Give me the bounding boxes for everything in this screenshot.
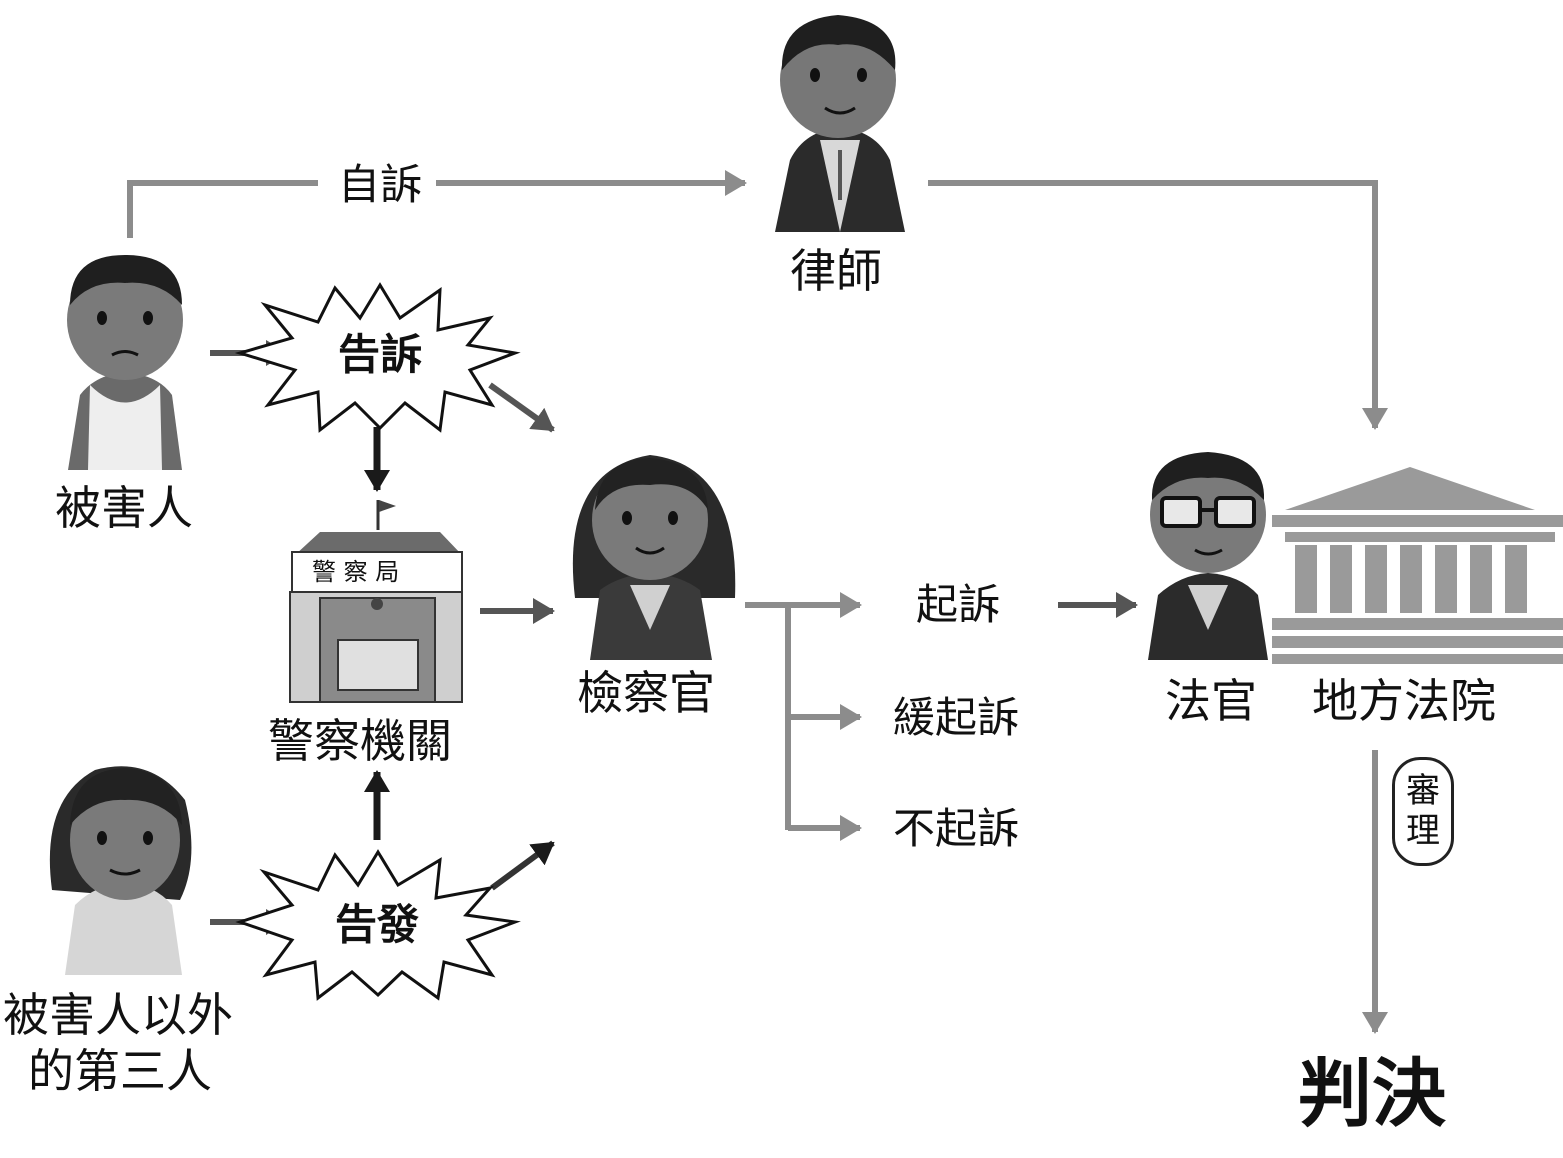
court-building-icon	[1272, 467, 1563, 664]
verdict-label: 判決	[1298, 1051, 1446, 1137]
indict-label: 起訴	[916, 580, 1001, 629]
accusation-label: 告發	[335, 900, 420, 949]
private-prosecution-line	[127, 180, 318, 238]
complaint-label: 告訴	[338, 330, 423, 379]
lawyer-to-court-line	[928, 180, 1388, 430]
third-party-label-line2: 的第三人	[28, 1044, 212, 1098]
third-party-figure	[49, 766, 192, 975]
police-label: 警察機關	[268, 714, 452, 768]
review-badge: 審 理	[1392, 757, 1454, 866]
victim-figure	[67, 255, 183, 470]
prosecutor-figure	[572, 455, 736, 660]
deferred-label: 緩起訴	[893, 693, 1020, 742]
court-label: 地方法院	[1312, 674, 1496, 728]
police-station	[289, 500, 463, 703]
lawyer-figure	[775, 15, 905, 232]
review-char-1: 審	[1406, 771, 1440, 812]
victim-label: 被害人	[55, 481, 193, 535]
review-char-2: 理	[1406, 810, 1440, 851]
accusation-starburst	[235, 849, 521, 1001]
lawyer-label: 律師	[790, 244, 882, 298]
complaint-to-prosecutor-arrow	[488, 382, 555, 433]
prosecutor-branch-line	[745, 602, 791, 830]
complaint-starburst	[234, 282, 521, 433]
prosecutor-label: 檢察官	[577, 666, 715, 720]
third-party-label-line1: 被害人以外	[3, 988, 233, 1042]
judge-label: 法官	[1165, 674, 1257, 728]
accusation-to-prosecutor-arrow	[490, 840, 555, 891]
judge-figure	[1148, 452, 1268, 660]
police-sign-label: 警 察 局	[312, 558, 400, 586]
no-indict-label: 不起訴	[893, 804, 1020, 853]
private-prosecution-label: 自訴	[338, 160, 423, 209]
